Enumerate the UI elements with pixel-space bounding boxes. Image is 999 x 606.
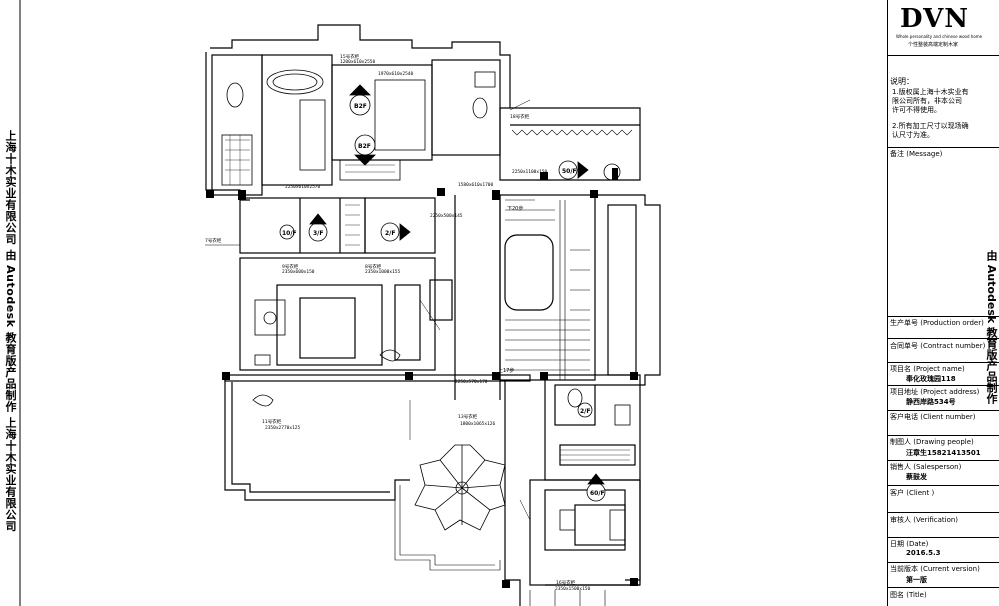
logo-tagline: Whole personality and chinese wood home bbox=[896, 34, 983, 39]
field-label-title: 图名 (Title) bbox=[890, 591, 927, 599]
svg-text:50/F: 50/F bbox=[562, 168, 577, 175]
svg-text:9号衣柜: 9号衣柜 bbox=[282, 263, 299, 270]
left-watermark-text: 上海十木实业有限公司 由 Autodesk 教育版产品制作 上海十木实业有限公司 bbox=[4, 130, 17, 532]
field-value-project-name: 奉化玫瑰园118 bbox=[906, 375, 956, 383]
field-label-message: 备注 (Message) bbox=[890, 150, 943, 158]
svg-text:2/F: 2/F bbox=[385, 230, 395, 237]
field-label-client-number: 客户电话 (Client number) bbox=[890, 413, 976, 421]
stair-up-label: 上17步 bbox=[498, 367, 514, 374]
svg-text:2250x1100x150: 2250x1100x150 bbox=[512, 169, 548, 175]
field-value-date: 2016.5.3 bbox=[906, 549, 941, 557]
svg-text:8号衣柜: 8号衣柜 bbox=[365, 263, 382, 270]
svg-text:2250x570x170: 2250x570x170 bbox=[455, 379, 488, 385]
room-name-labels: 11号衣柜 13号衣柜 16号衣柜 18号衣柜 9号衣柜 8号衣柜 7号衣柜 1… bbox=[205, 53, 576, 586]
field-label-verification: 审核人 (Verification) bbox=[890, 516, 959, 524]
right-watermark-text: 由 Autodesk 教育版产品制作 bbox=[985, 250, 998, 405]
svg-text:B2F: B2F bbox=[354, 103, 367, 110]
title-block: DVN Whole personality and chinese wood h… bbox=[887, 0, 999, 606]
svg-text:60/F: 60/F bbox=[590, 490, 605, 497]
svg-text:2/F: 2/F bbox=[580, 408, 590, 415]
fixtures bbox=[221, 69, 631, 541]
svg-text:2250x610x2570: 2250x610x2570 bbox=[285, 184, 321, 190]
svg-text:1970x610x2540: 1970x610x2540 bbox=[378, 71, 414, 77]
svg-text:2350x2770x125: 2350x2770x125 bbox=[265, 425, 301, 431]
walls bbox=[205, 24, 661, 606]
field-label-drawing-people: 制图人 (Drawing people) bbox=[890, 438, 974, 446]
svg-text:1200x610x2550: 1200x610x2550 bbox=[340, 59, 376, 65]
field-label-production-order: 生产单号 (Production order) bbox=[890, 319, 984, 327]
note-1: 1.版权属上海十木实业有 限公司所有，非本公司 许可不得使用。 bbox=[892, 88, 969, 114]
company-logo: DVN bbox=[900, 4, 970, 34]
columns bbox=[206, 168, 638, 588]
svg-text:3/F: 3/F bbox=[313, 230, 323, 237]
parasol bbox=[414, 444, 506, 531]
field-label-project-address: 项目地址 (Project address) bbox=[890, 388, 980, 396]
note-2: 2.所有加工尺寸以现场确 认尺寸为准。 bbox=[892, 122, 969, 139]
field-label-current-version: 当前版本 (Current version) bbox=[890, 565, 980, 573]
field-value-drawing-people: 汪章生15821413501 bbox=[906, 449, 981, 457]
svg-text:18号衣柜: 18号衣柜 bbox=[510, 113, 530, 120]
field-label-salesperson: 销售人 (Salesperson) bbox=[890, 463, 962, 471]
field-label-client: 客户 (Client ) bbox=[890, 489, 935, 497]
dimension-labels: 1970x610x2540 2250x610x2570 1200x610x255… bbox=[265, 59, 591, 592]
svg-text:16号衣柜: 16号衣柜 bbox=[556, 579, 576, 586]
svg-text:13号衣柜: 13号衣柜 bbox=[458, 413, 478, 420]
field-label-date: 日期 (Date) bbox=[890, 540, 929, 548]
svg-text:2250x500x145: 2250x500x145 bbox=[430, 213, 463, 219]
field-label-project-name: 项目名 (Project name) bbox=[890, 365, 965, 373]
svg-text:2350x1000x155: 2350x1000x155 bbox=[365, 269, 401, 275]
field-value-project-address: 静西岸路534号 bbox=[906, 398, 956, 406]
svg-text:2350x600x150: 2350x600x150 bbox=[282, 269, 315, 275]
logo-subtitle: 个性整装高端定制木家 bbox=[908, 42, 959, 48]
field-value-current-version: 第一版 bbox=[906, 576, 927, 584]
svg-text:11号衣柜: 11号衣柜 bbox=[262, 418, 282, 425]
svg-text:2350x1500x150: 2350x1500x150 bbox=[555, 586, 591, 592]
notes-title: 说明： bbox=[890, 77, 914, 86]
svg-text:1580x610x1700: 1580x610x1700 bbox=[458, 182, 494, 188]
svg-text:7号衣柜: 7号衣柜 bbox=[205, 237, 222, 244]
svg-text:B2F: B2F bbox=[358, 143, 371, 150]
field-value-salesperson: 蔡鼓发 bbox=[906, 473, 927, 481]
svg-text:15号衣柜: 15号衣柜 bbox=[340, 53, 360, 60]
corridor-trim bbox=[511, 129, 633, 136]
svg-text:10/F: 10/F bbox=[282, 230, 297, 237]
stair-down-label: 下20步 bbox=[507, 206, 523, 212]
svg-text:1800x1065x126: 1800x1065x126 bbox=[460, 421, 496, 427]
hatching bbox=[225, 135, 630, 461]
room-tags: B2F B2F 3/F 2/F 10/F 50/F 60/F 2/F bbox=[282, 103, 605, 497]
balustrade bbox=[394, 480, 606, 606]
elevation-markers bbox=[279, 84, 606, 502]
field-label-contract-number: 合同单号 (Contract number) bbox=[890, 342, 986, 350]
